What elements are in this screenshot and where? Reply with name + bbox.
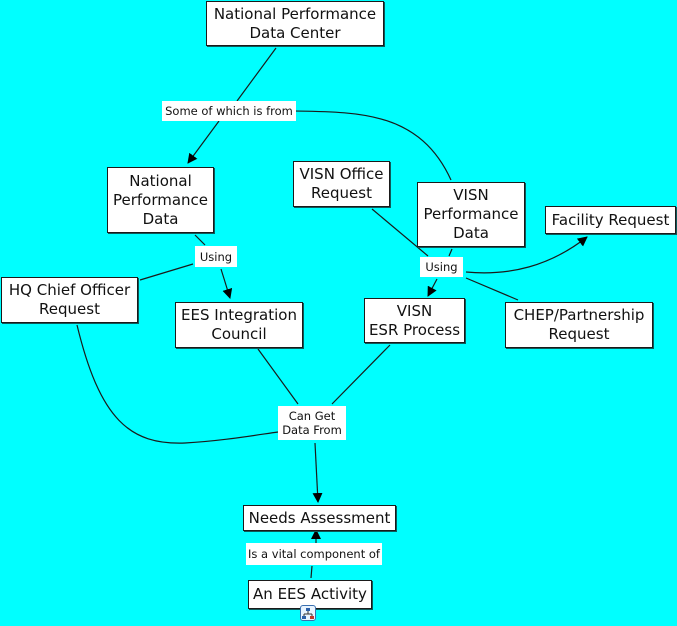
- link-using-left[interactable]: Using: [195, 246, 237, 267]
- link-some-of-which-is-from[interactable]: Some of which is from: [162, 101, 296, 121]
- concept-visn-performance-data[interactable]: VISN Performance Data: [417, 182, 525, 247]
- arrow-using-to-visn-esr: [427, 278, 438, 297]
- concept-needs-assessment[interactable]: Needs Assessment: [243, 505, 396, 531]
- concept-national-performance-data[interactable]: National Performance Data: [107, 167, 214, 233]
- line-ees-council-to-can-get: [257, 348, 299, 405]
- line-hq-to-can-get: [76, 324, 279, 444]
- hierarchy-icon: [302, 608, 314, 619]
- line-visn-pd-to-using: [448, 248, 453, 257]
- line-visn-esr-to-can-get: [331, 344, 391, 405]
- line-visn-office-to-using: [371, 208, 429, 257]
- concept-visn-esr-process[interactable]: VISN ESR Process: [364, 298, 465, 343]
- line-npdc-to-phrase: [236, 47, 277, 102]
- submap-icon[interactable]: [300, 605, 316, 621]
- line-hq-to-using: [139, 263, 194, 281]
- line-phrase-to-visn-pd: [294, 110, 452, 181]
- arrow-can-get-to-needs: [312, 442, 323, 503]
- line-using-to-chep: [465, 277, 519, 301]
- concept-an-ees-activity[interactable]: An EES Activity: [248, 580, 372, 609]
- concept-national-performance-data-center[interactable]: National Performance Data Center: [206, 1, 384, 46]
- link-is-a-vital-component-of[interactable]: Is a vital component of: [246, 543, 382, 565]
- line-npd-to-using: [194, 234, 206, 246]
- concept-ees-integration-council[interactable]: EES Integration Council: [175, 302, 303, 348]
- concept-hq-chief-officer-request[interactable]: HQ Chief Officer Request: [1, 277, 138, 323]
- line-activity-to-vital: [310, 565, 313, 579]
- concept-facility-request[interactable]: Facility Request: [545, 206, 676, 234]
- concept-visn-office-request[interactable]: VISN Office Request: [293, 161, 390, 207]
- link-using-right[interactable]: Using: [420, 257, 463, 277]
- arrow-using-to-facility: [465, 236, 588, 274]
- arrow-phrase-to-npd: [187, 120, 220, 164]
- concept-chep-partnership-request[interactable]: CHEP/Partnership Request: [505, 302, 653, 348]
- arrow-using-to-ees-council: [220, 268, 233, 299]
- link-can-get-data-from[interactable]: Can Get Data From: [278, 406, 346, 440]
